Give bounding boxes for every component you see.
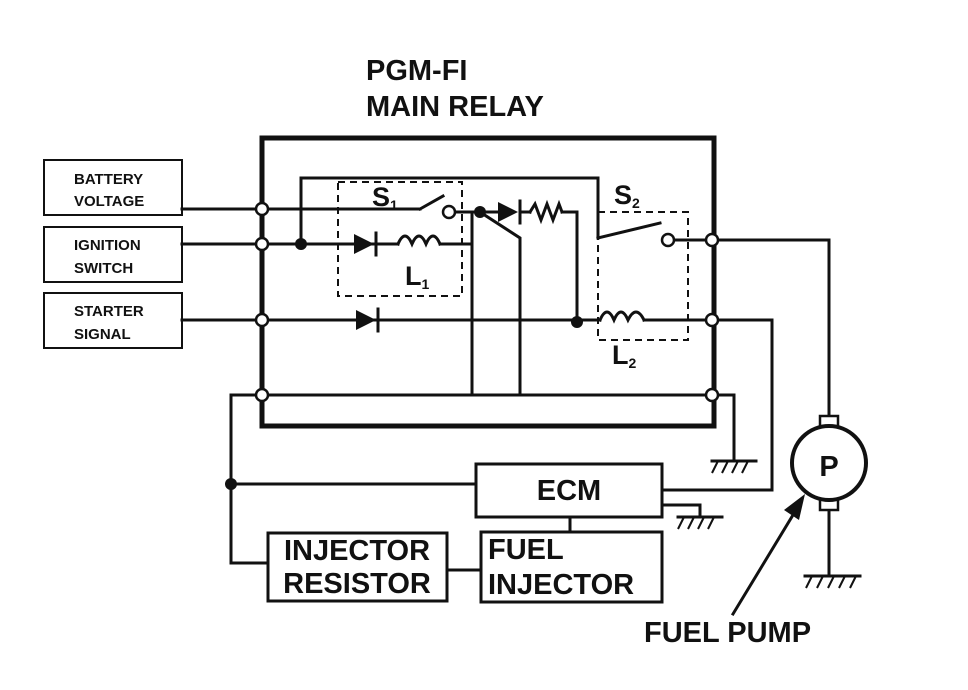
s2-compartment bbox=[597, 211, 689, 341]
s1-compartment bbox=[337, 181, 463, 297]
injector-resistor-box: INJECTOR RESISTOR bbox=[266, 531, 449, 603]
fuel-pump-arrow bbox=[730, 494, 805, 617]
s2-label: S2 bbox=[614, 180, 640, 211]
l2-label: L2 bbox=[612, 340, 637, 371]
fuel-pump-motor: P bbox=[790, 414, 868, 512]
ecm-box: ECM bbox=[474, 462, 664, 519]
starter-signal-box: STARTER SIGNAL bbox=[43, 292, 183, 349]
ignition-label-line1: IGNITION bbox=[74, 237, 141, 254]
s1-label: S1 bbox=[372, 182, 398, 213]
ground-ecm bbox=[676, 515, 724, 530]
pump-symbol: P bbox=[819, 451, 838, 483]
battery-label-line1: BATTERY bbox=[74, 171, 143, 188]
relay-resistor bbox=[527, 199, 564, 225]
fuel-pump-label: FUEL PUMP bbox=[644, 617, 811, 649]
starter-label-line2: SIGNAL bbox=[74, 326, 131, 343]
diagram-title-line2: MAIN RELAY bbox=[366, 91, 544, 123]
diode-relay bbox=[498, 199, 522, 225]
ground-pump bbox=[803, 574, 862, 589]
s2-contact bbox=[660, 232, 676, 248]
fuel-injector-box: FUEL INJECTOR bbox=[479, 530, 664, 604]
injector-resistor-line2: RESISTOR bbox=[283, 568, 431, 600]
fuel-injector-line1: FUEL bbox=[488, 534, 564, 566]
relay-terminals bbox=[254, 201, 720, 403]
diagram-title-line1: PGM-FI bbox=[366, 55, 468, 87]
injector-resistor-line1: INJECTOR bbox=[284, 535, 430, 567]
ignition-switch-box: IGNITION SWITCH bbox=[43, 226, 183, 283]
wiring bbox=[180, 176, 831, 577]
ignition-label-line2: SWITCH bbox=[74, 260, 133, 277]
coil-l2 bbox=[598, 310, 647, 324]
diode-starter bbox=[356, 307, 380, 333]
ground-relay bbox=[710, 459, 758, 474]
fuel-injector-line2: INJECTOR bbox=[488, 569, 634, 601]
junction-dots bbox=[225, 206, 583, 490]
battery-label-line2: VOLTAGE bbox=[74, 193, 144, 210]
diode-ignition bbox=[354, 231, 400, 257]
coil-l1 bbox=[396, 234, 442, 248]
battery-voltage-box: BATTERY VOLTAGE bbox=[43, 159, 183, 216]
starter-label-line1: STARTER bbox=[74, 303, 144, 320]
l1-label: L1 bbox=[405, 261, 430, 292]
ecm-label: ECM bbox=[537, 475, 601, 507]
s1-contact bbox=[441, 204, 457, 220]
main-relay-housing bbox=[259, 135, 717, 429]
